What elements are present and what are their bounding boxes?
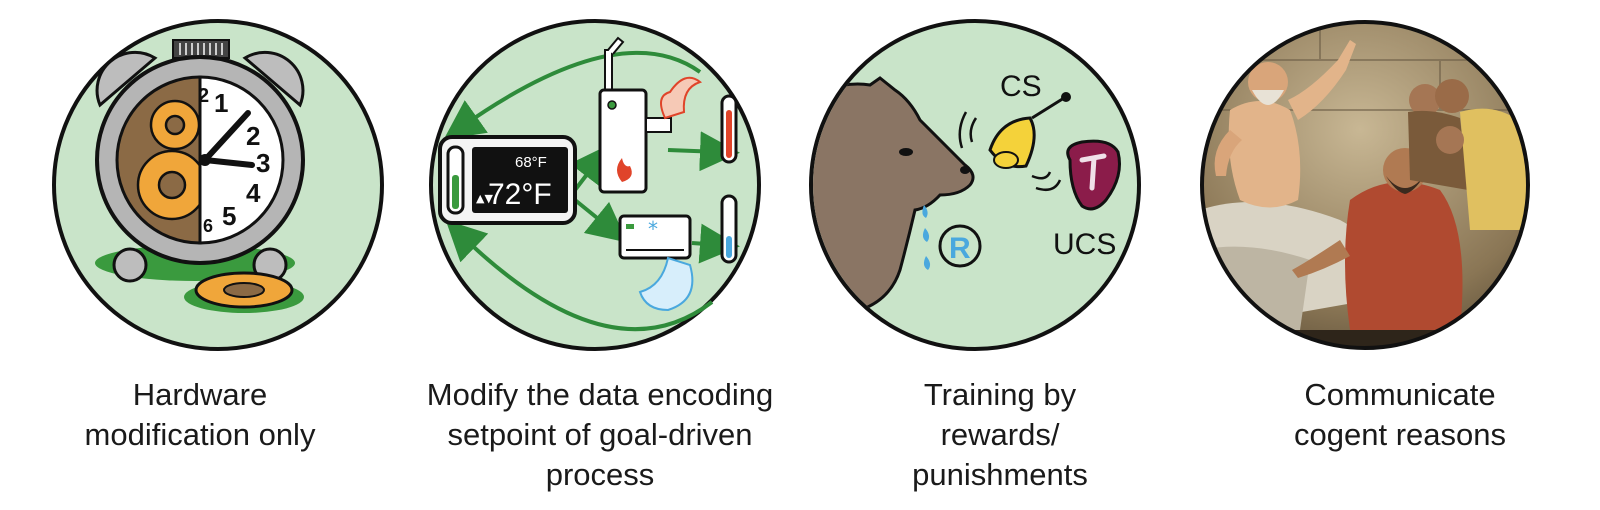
caption-communicate: Communicate cogent reasons [1200, 375, 1600, 455]
clock-number: 6 [203, 216, 213, 236]
arrow-heater-to-thermo [667, 131, 740, 172]
cs-label: CS [1000, 70, 1042, 103]
caption-setpoint: Modify the data encoding setpoint of goa… [400, 375, 800, 495]
thermostat-screen [472, 147, 568, 213]
sound-waves-icon [958, 111, 1062, 191]
clock-number: 5 [222, 201, 236, 231]
minute-hand [202, 110, 251, 163]
ucs-label: UCS [1053, 228, 1116, 261]
caption-line: Training by [923, 377, 1077, 412]
fallen-gear-icon [194, 271, 294, 309]
panel-communicate: Communicate cogent reasons [1200, 0, 1600, 510]
clock-face [198, 75, 285, 245]
caption-line: Communicate [1304, 377, 1496, 412]
svg-text:*: * [648, 217, 658, 241]
caption-line: Hardware [132, 377, 268, 412]
panel-hardware: 1 2 3 4 5 6 2 Hardware modification only [0, 0, 400, 510]
caption-line: punishments [912, 457, 1088, 492]
caption-hardware: Hardware modification only [0, 375, 400, 455]
socrates-painting [1200, 20, 1530, 350]
heater-icon [598, 36, 703, 194]
thermostat-illustration: 68°F ▲▼ 72°F * [429, 19, 761, 351]
arrow-ac-to-thermo [691, 223, 740, 264]
caption-line: cogent reasons [1294, 417, 1506, 452]
caption-line: rewards/ [940, 417, 1060, 452]
clock-number: 2 [246, 121, 260, 151]
ac-unit-icon: * [618, 214, 694, 312]
response-badge [938, 224, 982, 268]
hot-thermometer-icon [720, 94, 738, 164]
clock-number: 2 [198, 85, 209, 107]
current-temp: 68°F [515, 154, 547, 171]
panel-training: R CS UCS Training by rewards/ punishment… [800, 0, 1200, 510]
cold-thermometer-icon [720, 194, 738, 264]
steak-icon [1066, 139, 1121, 211]
feedback-arrow-bottom [445, 220, 714, 332]
feedback-arrow-top [443, 50, 702, 140]
left-foot [112, 247, 148, 283]
arrow-to-ac [573, 198, 628, 243]
caption-training: Training by rewards/ punishments [800, 375, 1200, 495]
panel-circle-border [1200, 20, 1530, 350]
adjust-arrows-icon: ▲▼ [476, 192, 493, 205]
drool-icon [922, 205, 931, 270]
response-label: R [949, 232, 971, 265]
clock-number: 3 [256, 148, 270, 178]
alarm-clock-illustration: 1 2 3 4 5 6 2 [52, 19, 384, 351]
arrow-to-heater [569, 144, 611, 192]
dog-icon [813, 76, 975, 322]
caption-line: Modify the data encoding [426, 377, 774, 412]
right-bell-icon [242, 50, 305, 108]
panel-setpoint: 68°F ▲▼ 72°F * [400, 0, 800, 510]
bell-icon [988, 92, 1071, 169]
clock-number: 1 [214, 88, 228, 118]
setpoint-temp: 72°F [488, 178, 552, 211]
clock-number: 4 [246, 178, 261, 208]
caption-line: setpoint of goal-driven [447, 417, 753, 452]
caption-line: modification only [84, 417, 316, 452]
caption-line: process [545, 457, 655, 492]
left-bell-icon [95, 50, 158, 108]
hour-hand [202, 157, 255, 168]
pavlov-illustration: R CS UCS [809, 19, 1141, 351]
